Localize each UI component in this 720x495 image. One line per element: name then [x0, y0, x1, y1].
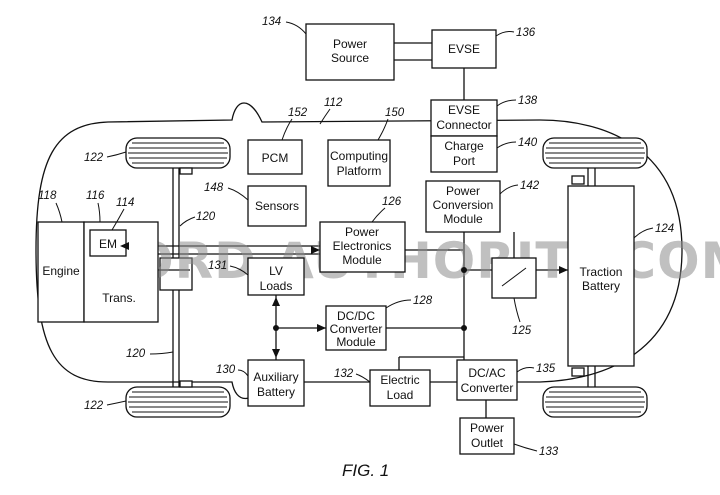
dcac-label-2: Converter	[461, 381, 514, 395]
evse-label: EVSE	[448, 42, 480, 56]
ref-116: 116	[86, 190, 105, 202]
power-conversion-label-3: Module	[443, 212, 483, 226]
ref-133: 133	[539, 446, 559, 458]
em-label: EM	[99, 237, 117, 251]
electric-load-label-2: Load	[387, 388, 414, 402]
ref-136: 136	[516, 27, 536, 39]
power-conversion-label-2: Conversion	[433, 198, 494, 212]
ref-120-bottom: 120	[126, 348, 146, 360]
aux-battery-label-1: Auxiliary	[253, 370, 298, 384]
pcm-box	[247, 139, 303, 175]
ref-122-bottom: 122	[84, 400, 104, 412]
power-outlet-label-1: Power	[470, 421, 504, 435]
ref-130: 130	[216, 364, 236, 376]
traction-battery-label-1: Traction	[580, 265, 623, 279]
ref-122-top: 122	[84, 152, 104, 164]
front-axle	[159, 167, 193, 388]
computing-platform-label-1: Computing	[330, 149, 388, 163]
computing-platform-label-2: Platform	[337, 164, 382, 178]
dcdc-converter-module-box	[325, 305, 387, 351]
ref-142: 142	[520, 180, 540, 192]
ref-150: 150	[385, 107, 405, 119]
junction-dots	[273, 267, 467, 331]
dcac-label-1: DC/AC	[468, 366, 506, 380]
wheel-front-bottom	[125, 386, 231, 418]
wheel-rear-top	[542, 137, 648, 169]
pem-label-2: Electronics	[333, 239, 392, 253]
ref-118: 118	[38, 190, 57, 202]
ref-125: 125	[512, 325, 532, 337]
power-conversion-module-box	[425, 180, 501, 233]
ref-126: 126	[382, 196, 402, 208]
differential-box	[159, 257, 193, 291]
dcdc-label-3: Module	[336, 335, 376, 349]
power-source-box	[305, 23, 395, 81]
power-electronics-module-box	[319, 221, 406, 273]
evse-connector-label-1: EVSE	[448, 103, 480, 117]
charge-port-label-1: Charge	[444, 139, 484, 153]
electric-load-box	[369, 369, 431, 407]
wheel-rear-bottom	[542, 386, 648, 418]
ref-120-top: 120	[196, 211, 216, 223]
computing-platform-box	[327, 139, 391, 187]
ref-148: 148	[204, 182, 224, 194]
lv-loads-label-2: Loads	[260, 279, 293, 293]
charge-port-box	[430, 135, 498, 173]
reference-numerals: 134 136 112 152 150 138 122 140 148 142 …	[38, 16, 674, 458]
ref-152: 152	[288, 107, 308, 119]
engine-label: Engine	[42, 264, 80, 278]
ref-131: 131	[208, 260, 227, 272]
ref-132: 132	[334, 368, 354, 380]
ref-134: 134	[262, 16, 281, 28]
power-outlet-box	[459, 417, 515, 455]
dcac-converter-box	[456, 359, 518, 401]
vehicle-outline	[35, 102, 683, 399]
ref-138: 138	[518, 95, 538, 107]
power-source-label-1: Power	[333, 37, 367, 51]
pem-label-3: Module	[342, 253, 382, 267]
sensors-label: Sensors	[255, 199, 299, 213]
arrowheads	[120, 242, 568, 358]
pem-label-1: Power	[345, 225, 379, 239]
trans-label: Trans.	[102, 291, 136, 305]
charge-port-label-2: Port	[453, 154, 476, 168]
lv-loads-box	[247, 257, 305, 296]
ref-140: 140	[518, 137, 538, 149]
power-source-label-2: Source	[331, 51, 369, 65]
wheel-front-top	[125, 137, 231, 169]
dcdc-label-1: DC/DC	[337, 309, 375, 323]
traction-battery-box	[567, 185, 635, 367]
sensors-box	[247, 185, 307, 227]
figure-caption: FIG. 1	[342, 461, 389, 480]
auxiliary-battery-box	[247, 359, 305, 407]
ref-124: 124	[655, 223, 674, 235]
electric-machine-box	[89, 229, 127, 257]
ref-135: 135	[536, 363, 556, 375]
switch-box-125	[491, 257, 537, 299]
evse-box	[431, 29, 497, 69]
aux-battery-label-2: Battery	[257, 385, 295, 399]
traction-battery-label-2: Battery	[582, 279, 620, 293]
evse-connector-label-2: Connector	[436, 118, 491, 132]
electric-load-label-1: Electric	[380, 373, 419, 387]
power-conversion-label-1: Power	[446, 184, 480, 198]
dcdc-label-2: Converter	[330, 322, 383, 336]
power-outlet-label-2: Outlet	[471, 436, 504, 450]
block-labels: Power Source EVSE EVSE Connector Charge …	[42, 37, 622, 450]
pcm-label: PCM	[262, 151, 289, 165]
rear-axle	[571, 168, 596, 387]
ref-112: 112	[324, 97, 343, 109]
ref-114: 114	[116, 197, 134, 209]
ref-128: 128	[413, 295, 433, 307]
lv-loads-label-1: LV	[269, 264, 283, 278]
